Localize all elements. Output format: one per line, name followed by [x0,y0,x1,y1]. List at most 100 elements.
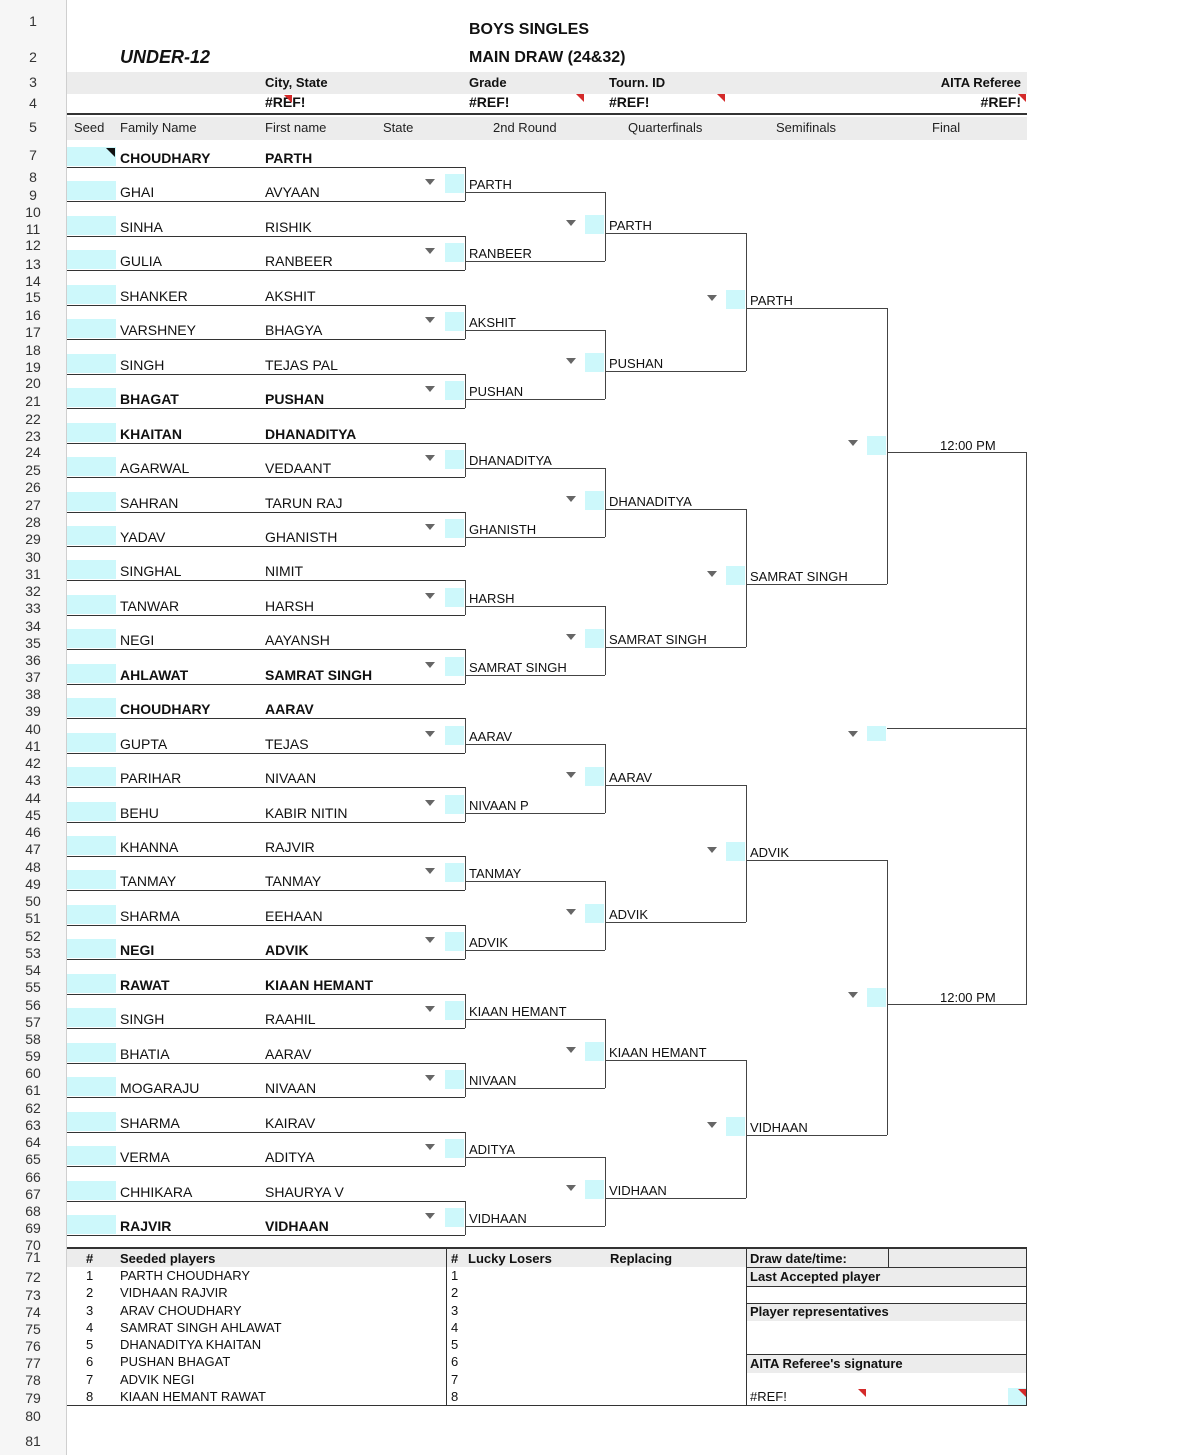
first-name[interactable]: PARTH [265,150,313,166]
family-name[interactable]: YADAV [120,529,166,545]
winner-select-cell[interactable] [867,436,886,455]
seed-cell[interactable] [67,560,116,579]
first-name[interactable]: AARAV [265,701,314,717]
seed-cell[interactable] [67,250,116,269]
round2-winner[interactable]: ADVIK [469,935,509,950]
first-name[interactable]: TEJAS [265,736,309,752]
first-name[interactable]: SAMRAT SINGH [265,667,373,683]
family-name[interactable]: TANWAR [120,598,180,614]
dropdown-arrow-icon[interactable] [707,847,717,853]
winner-select-cell[interactable] [585,767,604,786]
seed-cell[interactable] [67,1112,116,1131]
winner-select-cell[interactable] [585,1180,604,1199]
round2-winner[interactable]: ADITYA [469,1142,515,1157]
dropdown-arrow-icon[interactable] [566,772,576,778]
first-name[interactable]: RAJVIR [265,839,315,855]
first-name[interactable]: AVYAAN [265,184,320,200]
comment-marker-icon[interactable] [576,94,584,102]
family-name[interactable]: SHARMA [120,908,180,924]
family-name[interactable]: SHARMA [120,1115,180,1131]
family-name[interactable]: BHATIA [120,1046,170,1062]
round2-winner[interactable]: NIVAAN [469,1073,517,1088]
comment-marker-icon[interactable] [858,1389,866,1397]
champion-select-cell[interactable] [867,726,886,741]
seed-cell[interactable] [67,1077,116,1096]
family-name[interactable]: GULIA [120,253,163,269]
first-name[interactable]: HARSH [265,598,315,614]
winner-select-cell[interactable] [726,842,745,861]
dropdown-arrow-icon[interactable] [425,731,435,737]
first-name[interactable]: GHANISTH [265,529,338,545]
family-name[interactable]: GHAI [120,184,155,200]
winner-select-cell[interactable] [445,1208,464,1227]
seed-cell[interactable] [67,457,116,476]
winner-select-cell[interactable] [445,1001,464,1020]
dropdown-arrow-icon[interactable] [425,386,435,392]
seed-cell[interactable] [67,1043,116,1062]
dropdown-arrow-icon[interactable] [425,455,435,461]
first-name[interactable]: VEDAANT [265,460,332,476]
seed-cell[interactable] [67,733,116,752]
family-name[interactable]: BEHU [120,805,159,821]
family-name[interactable]: RAJVIR [120,1218,172,1234]
seed-cell[interactable] [67,526,116,545]
dropdown-arrow-icon[interactable] [425,937,435,943]
round2-winner[interactable]: VIDHAAN [469,1211,527,1226]
first-name[interactable]: BHAGYA [265,322,323,338]
family-name[interactable]: SINHA [120,219,163,235]
winner-select-cell[interactable] [445,795,464,814]
first-name[interactable]: NIVAAN [265,1080,317,1096]
first-name[interactable]: VIDHAAN [265,1218,329,1234]
family-name[interactable]: BHAGAT [120,391,179,407]
dropdown-arrow-icon[interactable] [425,1075,435,1081]
winner-select-cell[interactable] [726,290,745,309]
seed-cell[interactable] [67,905,116,924]
comment-marker-icon[interactable] [1018,94,1026,102]
comment-marker-icon[interactable] [284,95,292,103]
seed-cell[interactable] [67,1146,116,1165]
seed-cell[interactable] [67,492,116,511]
first-name[interactable]: KABIR NITIN [265,805,348,821]
seed-cell[interactable] [67,664,116,683]
dropdown-arrow-icon[interactable] [566,909,576,915]
referee-sig-value[interactable]: #REF! [750,1389,787,1404]
dropdown-arrow-icon[interactable] [425,1006,435,1012]
quarterfinal-winner[interactable]: ADVIK [609,907,649,922]
dropdown-arrow-icon[interactable] [566,1047,576,1053]
family-name[interactable]: GUPTA [120,736,168,752]
winner-select-cell[interactable] [445,243,464,262]
winner-select-cell[interactable] [726,566,745,585]
family-name[interactable]: KHAITAN [120,426,182,442]
winner-select-cell[interactable] [445,174,464,193]
round2-winner[interactable]: PARTH [469,177,512,192]
winner-select-cell[interactable] [726,1117,745,1136]
family-name[interactable]: SINGH [120,357,165,373]
dropdown-arrow-icon[interactable] [425,800,435,806]
winner-select-cell[interactable] [445,381,464,400]
winner-select-cell[interactable] [585,1042,604,1061]
winner-select-cell[interactable] [445,1070,464,1089]
family-name[interactable]: CHHIKARA [120,1184,193,1200]
first-name[interactable]: RISHIK [265,219,312,235]
dropdown-arrow-icon[interactable] [848,440,858,446]
seed-cell[interactable] [67,285,116,304]
family-name[interactable]: KHANNA [120,839,179,855]
round2-winner[interactable]: AKSHIT [469,315,516,330]
dropdown-arrow-icon[interactable] [707,295,717,301]
family-name[interactable]: SHANKER [120,288,188,304]
dropdown-arrow-icon[interactable] [425,593,435,599]
family-name[interactable]: NEGI [120,942,155,958]
seed-cell[interactable] [67,802,116,821]
round2-winner[interactable]: TANMAY [469,866,522,881]
dropdown-arrow-icon[interactable] [425,248,435,254]
first-name[interactable]: KAIRAV [265,1115,316,1131]
seed-cell[interactable] [67,974,116,993]
dropdown-arrow-icon[interactable] [425,524,435,530]
dropdown-arrow-icon[interactable] [425,868,435,874]
winner-select-cell[interactable] [445,450,464,469]
round2-winner[interactable]: GHANISTH [469,522,537,537]
grade-value[interactable]: #REF! [469,94,510,110]
first-name[interactable]: TEJAS PAL [265,357,338,373]
round2-winner[interactable]: KIAAN HEMANT [469,1004,567,1019]
referee-value[interactable]: #REF! [980,94,1021,110]
